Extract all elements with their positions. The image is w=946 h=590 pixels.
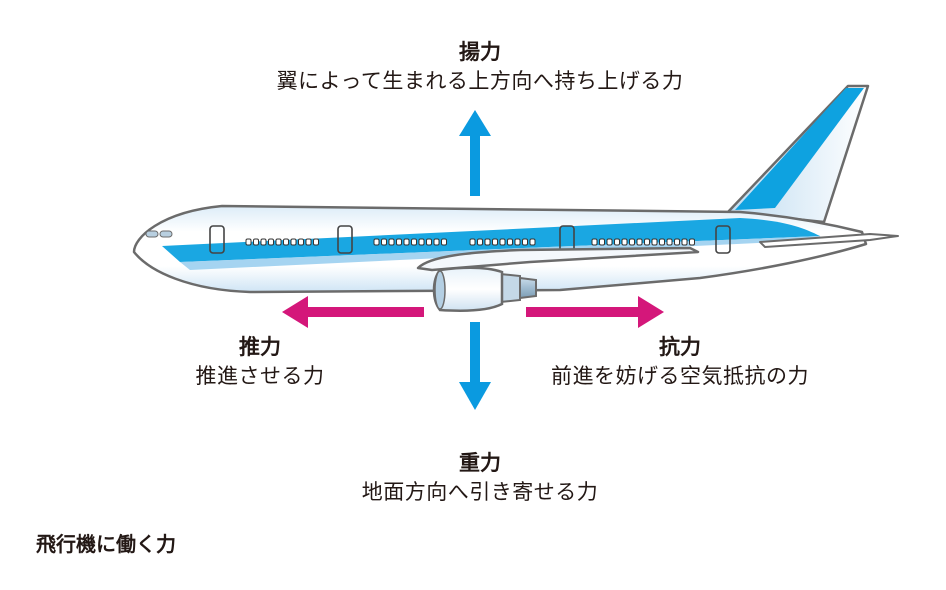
cabin-window [469,238,476,246]
cabin-window [477,238,483,246]
cabin-window [621,238,628,246]
drag-title: 抗力 [659,335,701,359]
cabin-window [606,238,613,246]
drag-label: 抗力 前進を妨げる空気抵抗の力 [500,333,860,391]
cabin-window [305,238,312,246]
gravity-title: 重力 [459,451,501,475]
cabin-window [651,238,658,246]
cabin-window [681,238,688,246]
cabin-window [522,238,528,246]
fuselage [132,204,868,294]
cabin-window [403,238,410,246]
cabin-window [418,238,425,246]
cabin-window [591,238,598,246]
cabin-window [629,238,635,246]
cabin-window [441,238,447,246]
cabin-window [373,238,380,246]
wing [416,246,700,272]
lift-description: 翼によって生まれる上方向へ持ち上げる力 [276,69,684,93]
cabin-window [381,238,387,246]
gravity-arrow [459,322,491,410]
door [715,225,731,254]
cabin-window [433,238,440,246]
cabin-window [298,238,304,246]
cabin-window [411,238,417,246]
cabin-window [666,238,673,246]
door [337,225,353,254]
thrust-description: 推進させる力 [195,364,325,388]
horizontal-stabilizer [759,233,899,248]
lift-title: 揚力 [459,40,501,64]
thrust-arrow [282,296,424,328]
cabin-window [313,238,319,246]
lift-label: 揚力 翼によって生まれる上方向へ持ち上げる力 [230,38,730,96]
tail-fin [726,84,870,224]
cabin-window [514,238,521,246]
cabin-window [674,238,680,246]
doors [209,225,731,254]
cabin-window [614,238,620,246]
cabin-window [426,238,432,246]
cabin-window [659,238,665,246]
cabin-window [644,238,650,246]
cabin-window [636,238,643,246]
cabin-window [275,238,282,246]
cabin-window [529,238,536,246]
thrust-label: 推力 推進させる力 [140,333,380,391]
drag-description: 前進を妨げる空気抵抗の力 [551,364,809,388]
cabin-window [484,238,491,246]
cabin-windows [245,238,695,246]
lift-arrow [459,110,491,196]
gravity-description: 地面方向へ引き寄せる力 [361,480,599,504]
gravity-label: 重力 地面方向へ引き寄せる力 [290,449,670,507]
cabin-window [283,238,289,246]
cabin-window [492,238,498,246]
cabin-window [689,238,695,246]
door [209,225,225,254]
engine [432,266,537,312]
figure-caption: 飛行機に働く力 [36,532,176,556]
thrust-title: 推力 [239,335,281,359]
cabin-window [253,238,259,246]
cabin-window [388,238,395,246]
cabin-window [599,238,605,246]
cabin-window [268,238,274,246]
cabin-window [507,238,513,246]
cabin-window [396,238,402,246]
cabin-window [260,238,267,246]
drag-arrow [526,296,664,328]
cabin-window [290,238,297,246]
cabin-window [245,238,252,246]
cabin-window [499,238,506,246]
